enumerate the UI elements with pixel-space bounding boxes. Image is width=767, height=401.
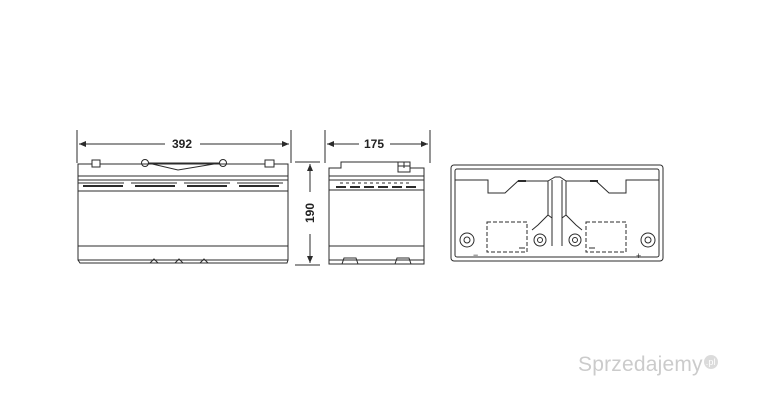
top-view: [450, 164, 664, 262]
length-dimension: [76, 130, 292, 163]
watermark-logo: Sprzedajemy.pl: [578, 353, 718, 377]
width-label: 175: [364, 137, 384, 151]
length-label: 392: [172, 137, 192, 151]
watermark-tld: .pl: [703, 355, 718, 369]
positive-terminal-sign: +: [636, 251, 641, 261]
negative-terminal-sign: −: [473, 250, 478, 260]
width-dimension: [324, 130, 431, 163]
watermark-brand: Sprzedajemy: [578, 353, 703, 376]
front-view: [77, 159, 289, 264]
height-dimension: [295, 161, 320, 266]
side-view: [328, 161, 425, 265]
height-label: 190: [303, 203, 317, 223]
